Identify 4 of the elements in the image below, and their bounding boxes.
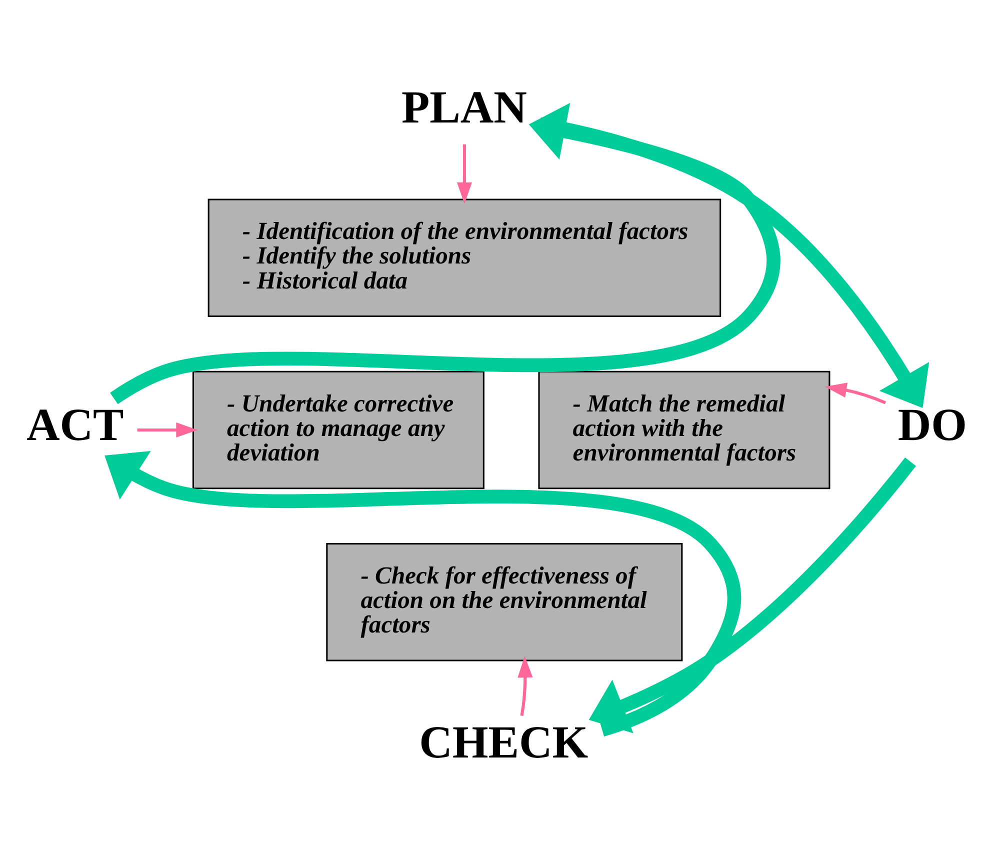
node-text: ACT (26, 398, 124, 450)
node-text: PLAN (401, 81, 527, 132)
node-text: CHECK (419, 716, 588, 767)
node-text: DO (898, 398, 967, 450)
